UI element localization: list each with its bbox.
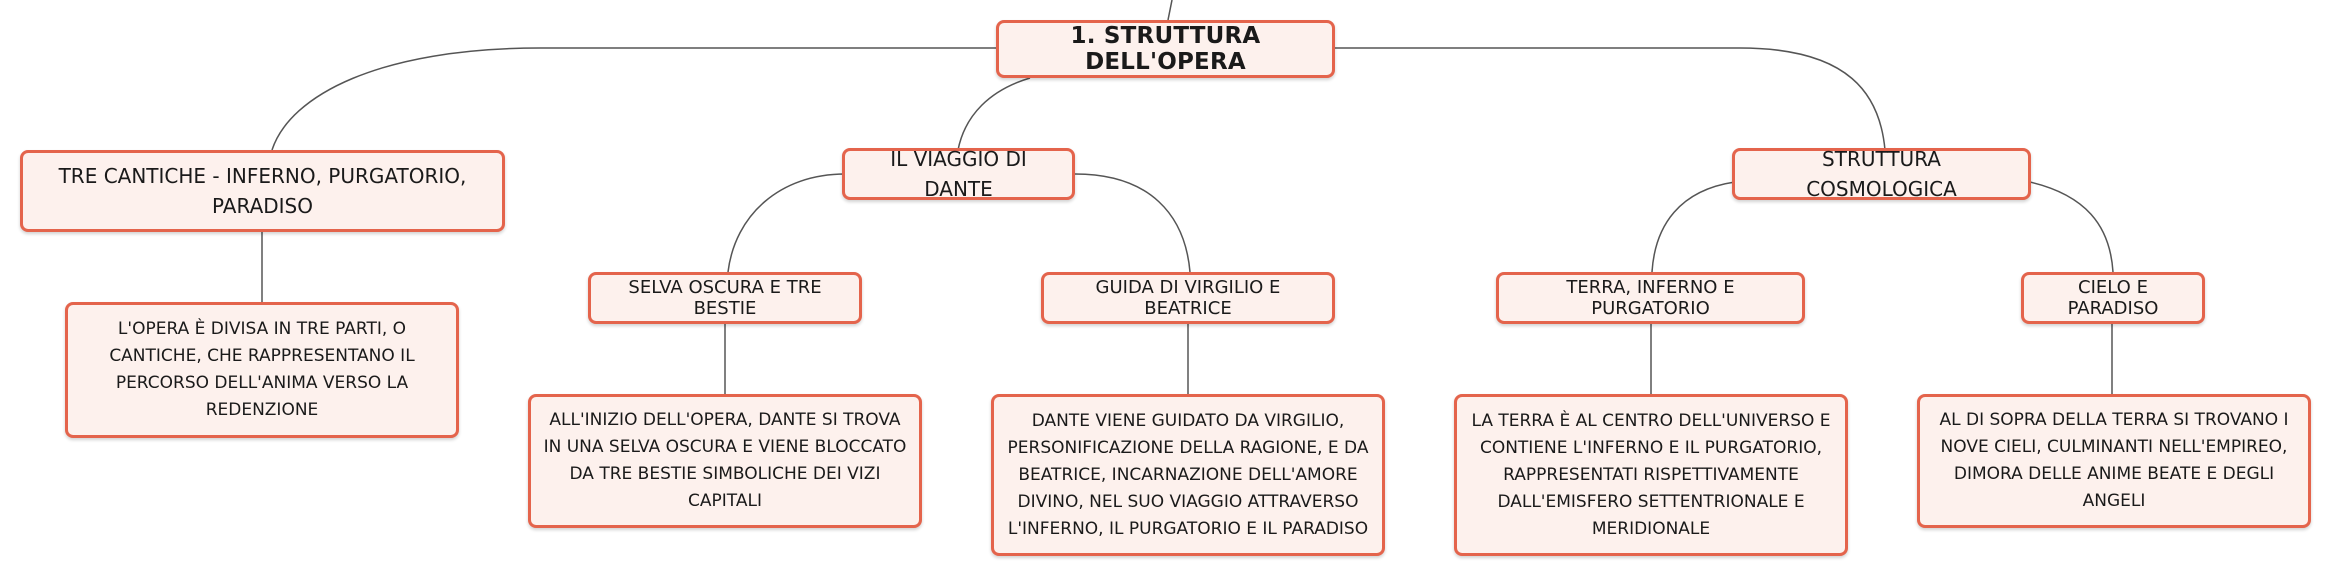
root-node[interactable]: 1. STRUTTURA DELL'OPERA [996,20,1335,78]
node-tre-cantiche-label: TRE CANTICHE - INFERNO, PURGATORIO, PARA… [58,164,467,218]
node-selva-oscura[interactable]: SELVA OSCURA E TRE BESTIE [588,272,862,324]
detail-selva-oscura[interactable]: ALL'INIZIO DELL'OPERA, DANTE SI TROVA IN… [528,394,922,528]
node-terra-inferno[interactable]: TERRA, INFERNO E PURGATORIO [1496,272,1805,324]
detail-tre-cantiche-text: L'OPERA È DIVISA IN TRE PARTI, O CANTICH… [109,319,415,420]
node-selva-label: SELVA OSCURA E TRE BESTIE [628,277,822,319]
link-root-cosmologica [1335,47,1886,151]
detail-guida-text: DANTE VIENE GUIDATO DA VIRGILIO, PERSONI… [1007,410,1369,539]
link-cosmologica-cielo [2029,181,2114,273]
node-viaggio-label: IL VIAGGIO DI DANTE [890,147,1027,201]
node-guida-virgilio[interactable]: GUIDA DI VIRGILIO E BEATRICE [1041,272,1335,324]
detail-cielo-paradiso[interactable]: AL DI SOPRA DELLA TERRA SI TROVANO I NOV… [1917,394,2311,528]
detail-terra-inferno[interactable]: LA TERRA È AL CENTRO DELL'UNIVERSO E CON… [1454,394,1848,556]
detail-terra-text: LA TERRA È AL CENTRO DELL'UNIVERSO E CON… [1471,410,1831,539]
detail-cielo-text: AL DI SOPRA DELLA TERRA SI TROVANO I NOV… [1939,410,2289,511]
detail-selva-text: ALL'INIZIO DELL'OPERA, DANTE SI TROVA IN… [543,410,907,511]
node-terra-label: TERRA, INFERNO E PURGATORIO [1566,277,1735,319]
link-root-viaggio [957,77,1031,151]
link-cosmologica-terra [1651,181,1736,273]
link-root-tre-cantiche [271,47,1000,151]
node-cielo-label: CIELO E PARADISO [2067,277,2159,319]
detail-guida-virgilio[interactable]: DANTE VIENE GUIDATO DA VIRGILIO, PERSONI… [991,394,1385,556]
link-root-parent [1167,0,1173,21]
detail-tre-cantiche[interactable]: L'OPERA È DIVISA IN TRE PARTI, O CANTICH… [65,302,459,438]
root-label: 1. STRUTTURA DELL'OPERA [1070,23,1261,75]
node-cosmologica-label: STRUTTURA COSMOLOGICA [1806,147,1957,201]
node-guida-label: GUIDA DI VIRGILIO E BEATRICE [1095,277,1281,319]
node-cielo-paradiso[interactable]: CIELO E PARADISO [2021,272,2205,324]
node-tre-cantiche[interactable]: TRE CANTICHE - INFERNO, PURGATORIO, PARA… [20,150,505,232]
node-viaggio-di-dante[interactable]: IL VIAGGIO DI DANTE [842,147,1075,201]
link-viaggio-guida [1074,173,1191,273]
node-struttura-cosmologica[interactable]: STRUTTURA COSMOLOGICA [1732,147,2031,201]
link-viaggio-selva [727,173,846,273]
